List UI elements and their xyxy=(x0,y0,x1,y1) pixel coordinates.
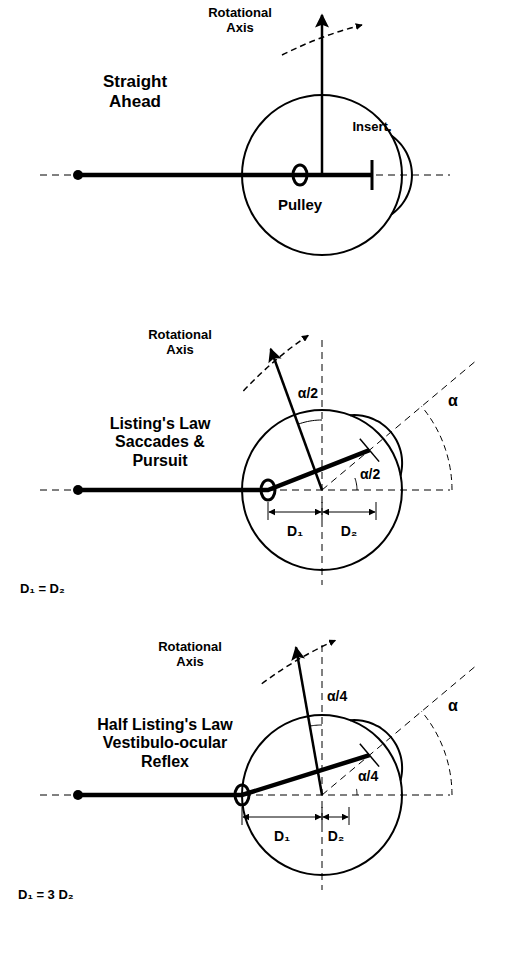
rotational-axis xyxy=(271,349,322,490)
muscle-origin xyxy=(73,485,83,495)
diagram-label: Rotational Axis xyxy=(195,6,285,36)
diagram-label: α/2 xyxy=(293,385,323,401)
cornea xyxy=(392,136,412,215)
diagram-label: Pulley xyxy=(265,196,335,213)
pulley-ring xyxy=(293,165,307,185)
muscle-tendon xyxy=(78,450,369,490)
diagram-label: D₁ xyxy=(267,828,297,844)
angle-arc xyxy=(422,406,452,490)
diagram-label: α xyxy=(448,392,468,410)
dimension-arrow xyxy=(323,512,375,513)
diagram-label: D₁ = 3 D₂ xyxy=(18,888,118,903)
dimension-tick xyxy=(322,502,323,520)
pulley-ring xyxy=(261,480,275,500)
panel-title: Straight Ahead xyxy=(90,72,180,111)
insertion-bar xyxy=(360,744,379,767)
rotation-direction xyxy=(282,25,362,55)
insertion-bar xyxy=(371,160,374,190)
dimension-arrow xyxy=(243,817,321,818)
rotation-direction xyxy=(243,335,308,391)
dimension-arrow xyxy=(269,512,321,513)
diagram-label: D₂ xyxy=(334,523,364,539)
gaze-line xyxy=(322,666,475,795)
reference-line xyxy=(40,175,450,176)
diagram-label: α/4 xyxy=(358,768,398,784)
dimension-tick xyxy=(349,807,350,825)
diagram-label: D₂ xyxy=(321,828,351,844)
angle-arc xyxy=(356,789,358,795)
dimension-tick xyxy=(268,502,269,520)
angle-arc xyxy=(310,725,322,726)
muscle-origin xyxy=(73,170,83,180)
muscle-tendon xyxy=(78,755,369,795)
angle-arc xyxy=(298,420,322,424)
diagram-label: D₁ = D₂ xyxy=(20,582,110,597)
diagram-label: Rotational Axis xyxy=(145,640,235,670)
insertion-bar xyxy=(360,439,379,462)
diagram-label: α/2 xyxy=(360,466,400,482)
diagram-label: Rotational Axis xyxy=(135,328,225,358)
rotation-direction xyxy=(262,640,336,683)
panel-title: Half Listing's Law Vestibulo-ocular Refl… xyxy=(85,716,245,771)
diagram-label: Insert. xyxy=(342,120,402,135)
rotational-axis xyxy=(296,647,322,795)
muscle-tendon xyxy=(78,173,372,178)
dimension-tick xyxy=(322,807,323,825)
dimension-arrow xyxy=(323,817,348,818)
diagram-label: α xyxy=(448,697,468,715)
angle-arc xyxy=(355,478,357,490)
dimension-tick xyxy=(242,807,243,825)
diagram-label: D₁ xyxy=(280,523,310,539)
reference-line xyxy=(322,645,323,890)
pulley-ring xyxy=(235,785,249,805)
diagram-label: α/4 xyxy=(327,688,363,704)
dimension-tick xyxy=(376,502,377,520)
reference-line xyxy=(322,340,323,585)
panel-title: Listing's Law Saccades & Pursuit xyxy=(100,415,220,470)
muscle-origin xyxy=(73,790,83,800)
rotational-axis xyxy=(321,15,324,175)
gaze-line xyxy=(322,361,475,490)
angle-arc xyxy=(422,711,452,795)
